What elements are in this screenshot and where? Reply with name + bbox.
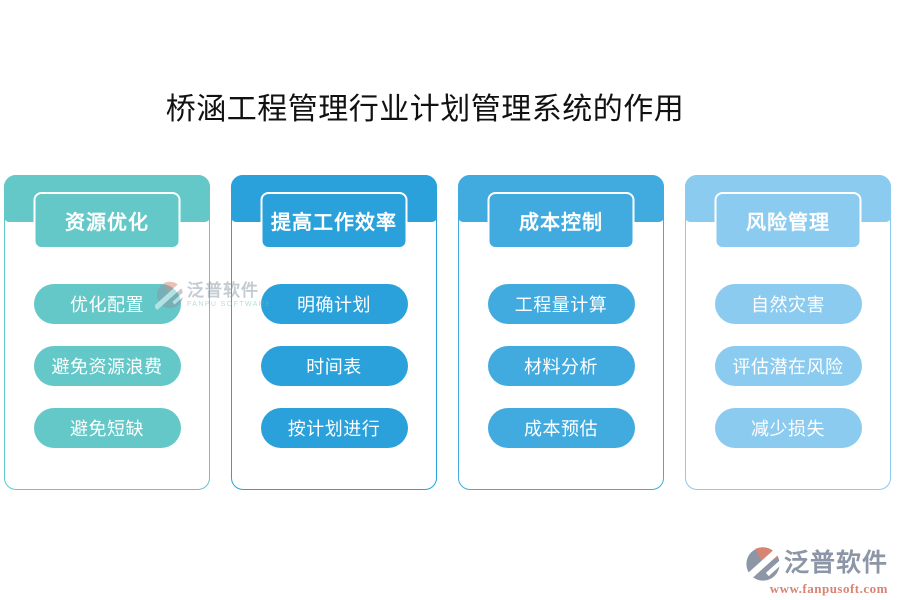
card-title: 提高工作效率: [260, 192, 408, 249]
card-title: 资源优化: [33, 192, 181, 249]
card-title: 成本控制: [487, 192, 635, 249]
card-risk-management: 风险管理 自然灾害 评估潜在风险 减少损失: [685, 175, 891, 490]
card-item: 成本预估: [487, 408, 635, 448]
card-item: 工程量计算: [487, 284, 635, 324]
card-item: 避免资源浪费: [33, 346, 181, 386]
footer-brand-text: 泛普软件: [783, 550, 888, 578]
card-item-list: 工程量计算 材料分析 成本预估: [459, 284, 663, 448]
card-item: 明确计划: [260, 284, 408, 324]
card-item: 优化配置: [33, 284, 181, 324]
card-item-list: 明确计划 时间表 按计划进行: [232, 284, 436, 448]
footer-brand-url: www.fanpusoft.com: [769, 581, 888, 596]
card-item-list: 自然灾害 评估潜在风险 减少损失: [686, 284, 890, 448]
card-item-list: 优化配置 避免资源浪费 避免短缺: [5, 284, 209, 448]
card-cost-control: 成本控制 工程量计算 材料分析 成本预估: [458, 175, 664, 490]
card-item: 材料分析: [487, 346, 635, 386]
card-item: 评估潜在风险: [714, 346, 862, 386]
card-item: 时间表: [260, 346, 408, 386]
card-item: 避免短缺: [33, 408, 181, 448]
card-item: 自然灾害: [714, 284, 862, 324]
cards-row: 资源优化 优化配置 避免资源浪费 避免短缺 提高工作效率 明确计划 时间表 按计…: [4, 175, 891, 490]
card-item: 按计划进行: [260, 408, 408, 448]
card-item: 减少损失: [714, 408, 862, 448]
card-resource-optimization: 资源优化 优化配置 避免资源浪费 避免短缺: [4, 175, 210, 490]
fanpu-footer-logo: 泛普软件 www.fanpusoft.com: [743, 545, 888, 597]
card-work-efficiency: 提高工作效率 明确计划 时间表 按计划进行: [231, 175, 437, 490]
page-title: 桥涵工程管理行业计划管理系统的作用: [165, 93, 685, 126]
card-title: 风险管理: [714, 192, 862, 249]
fanpu-logo-icon: [743, 545, 782, 583]
